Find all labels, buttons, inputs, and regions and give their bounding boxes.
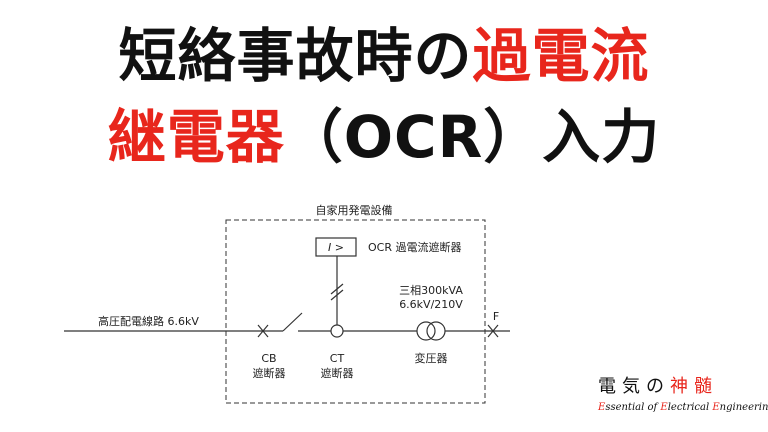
line-label: 高圧配電線路 6.6kV [98, 314, 199, 328]
relay-label: OCR 過電流遮断器 [368, 240, 461, 254]
brand-en-initial: E [660, 402, 668, 413]
ct-label-line1: CT [330, 352, 345, 365]
cb-x-mark [257, 324, 269, 338]
breaker-contact [282, 312, 303, 332]
ct-label-line2: 遮断器 [321, 366, 354, 380]
wire-slash-marks [330, 283, 344, 301]
brand-en-word: lectrical [667, 402, 713, 413]
title-text-red: 継電器 [107, 103, 285, 171]
enclosure-label: 自家用発電設備 [316, 203, 393, 217]
ct-circle [330, 324, 344, 338]
title-line-1: 短絡事故時の過電流 [0, 20, 768, 92]
brand-en: Essential of Electrical Engineering [598, 402, 768, 413]
transformer-rating-line2: 6.6kV/210V [399, 298, 463, 311]
title-line-2: 継電器（OCR）入力 [0, 101, 768, 173]
relay-symbol: I > [328, 241, 344, 254]
brand-en-initial: E [712, 402, 720, 413]
fault-label: F [493, 310, 499, 323]
title-text-black: 短絡事故時の [118, 22, 473, 90]
enclosure-dashed-box [225, 219, 486, 404]
transformer-label: 変圧器 [415, 351, 448, 365]
title-text-black: （OCR）入力 [284, 103, 661, 171]
brand-en-word: ngineering [719, 402, 768, 413]
brand-logo: 電気の神髄 Essential of Electrical Engineerin… [598, 372, 768, 413]
transformer-rating-line1: 三相300kVA [399, 284, 463, 297]
brand-en-initial: E [598, 402, 606, 413]
brand-jp-part1: 電気の [598, 376, 670, 397]
brand-jp: 電気の神髄 [598, 372, 760, 398]
cb-label-line2: 遮断器 [253, 366, 286, 380]
brand-en-word: ssential of [605, 402, 661, 413]
title-text-red: 過電流 [472, 22, 650, 90]
fault-x-mark [487, 324, 499, 338]
transformer-coil-1 [416, 321, 436, 341]
relay-box [315, 237, 357, 257]
brand-jp-part2: 神髄 [670, 376, 718, 397]
cb-label-line1: CB [261, 352, 276, 365]
